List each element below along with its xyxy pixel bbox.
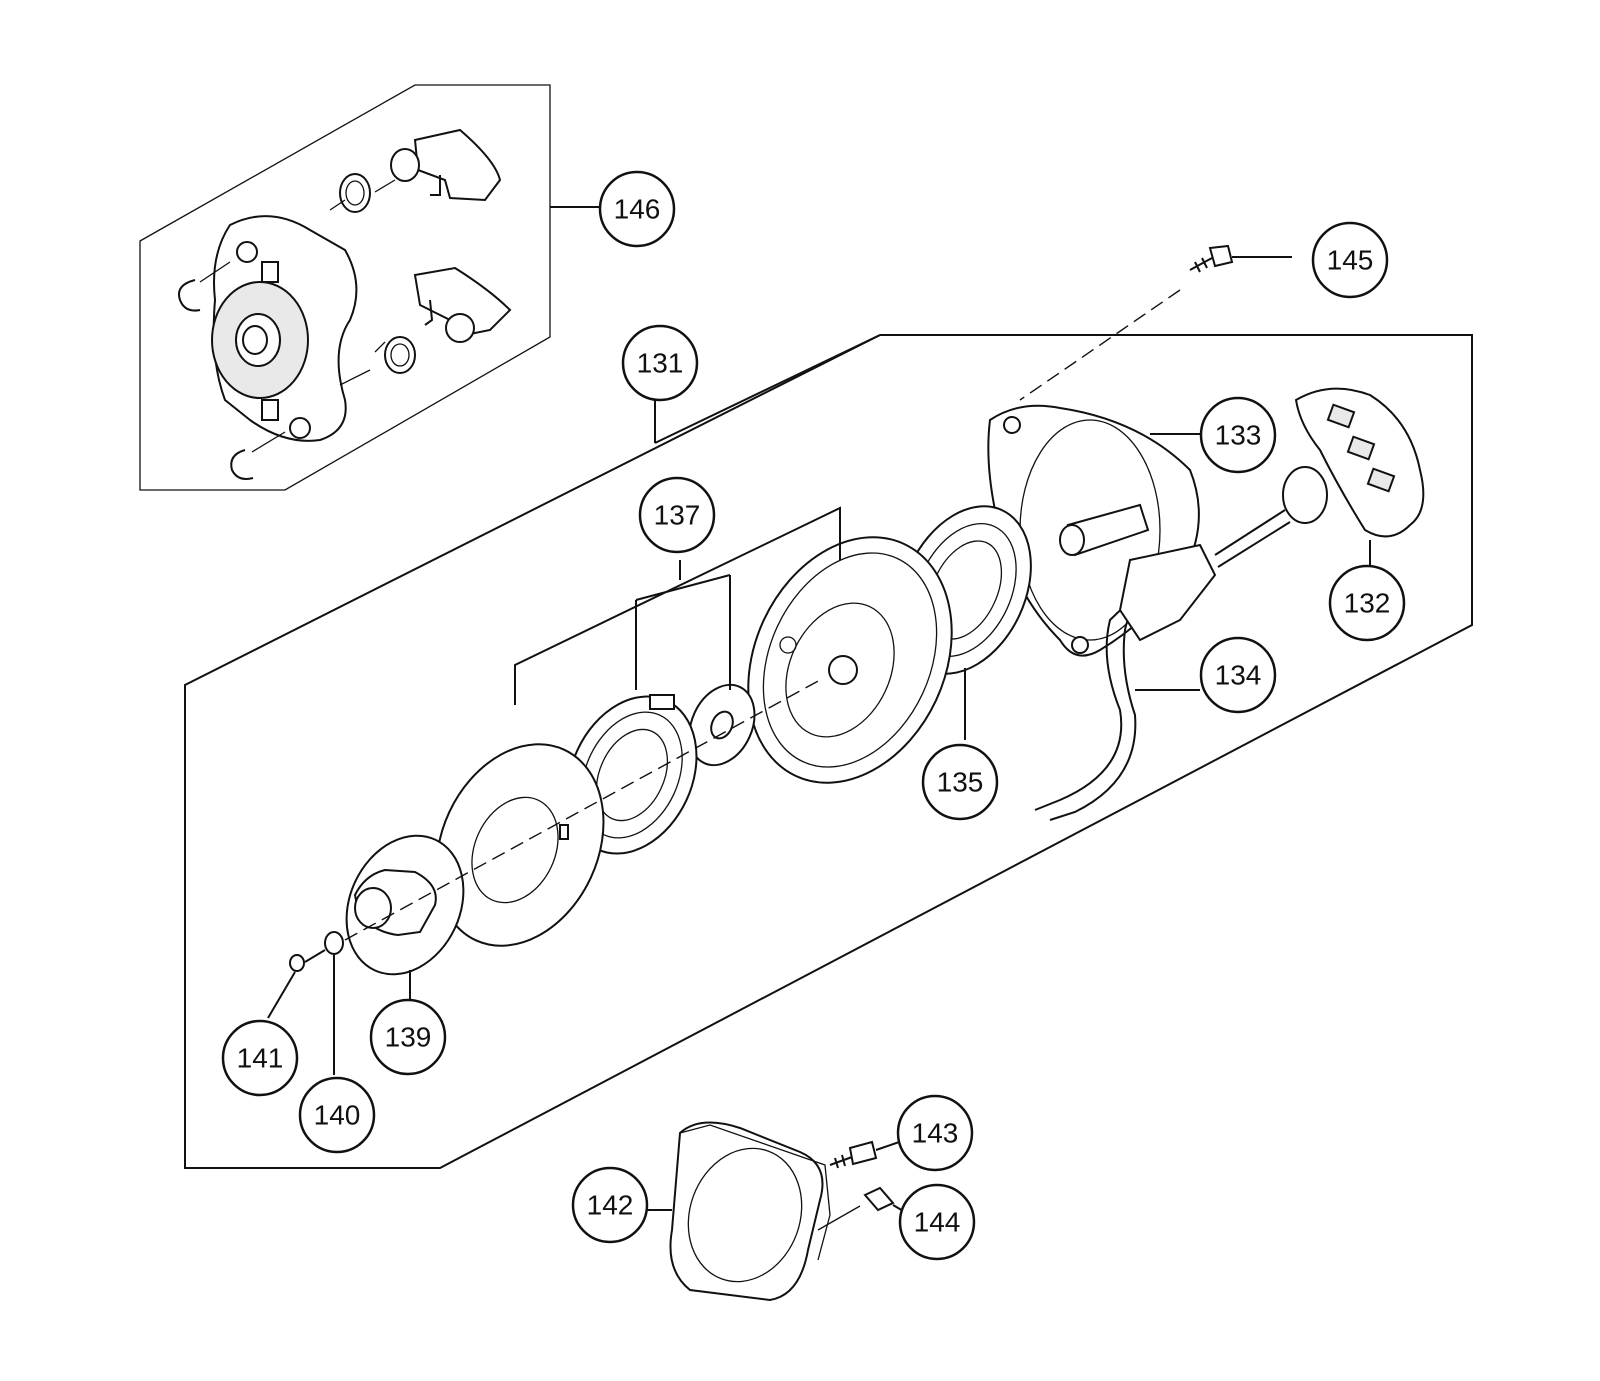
callout-142: 142 [571,1166,649,1244]
callout-145: 145 [1311,221,1389,299]
callout-label: 145 [1327,245,1374,276]
callout-141: 141 [221,1019,299,1097]
callout-137: 137 [638,476,716,554]
callout-134: 134 [1199,636,1277,714]
handle-part [1214,387,1425,576]
callout-146: 146 [598,170,676,248]
callout-label: 144 [914,1207,961,1238]
callout-label: 146 [614,194,661,225]
callout-label: 135 [937,767,984,798]
callout-135: 135 [921,743,999,821]
callout-132: 132 [1328,564,1406,642]
recoil-starter-group [184,334,1473,1169]
callout-label: 141 [237,1043,284,1074]
callout-label: 137 [654,500,701,531]
pawl-assembly-group [139,84,600,491]
callout-144: 144 [898,1183,976,1261]
callout-131: 131 [621,324,699,402]
callout-139: 139 [369,998,447,1076]
callout-133: 133 [1199,396,1277,474]
mounting-flange-part [630,1121,911,1302]
screw-145-part [1019,244,1292,401]
washer-screw-parts [267,679,821,1075]
callout-label: 132 [1344,588,1391,619]
callout-label: 131 [637,348,684,379]
starter-rope-part [1034,543,1217,821]
callout-label: 140 [314,1100,361,1131]
callout-label: 143 [912,1118,959,1149]
pulley-part [345,743,605,1000]
callout-label: 139 [385,1022,432,1053]
callout-140: 140 [298,1076,376,1154]
callout-label: 133 [1215,420,1262,451]
callout-label: 142 [587,1190,634,1221]
callout-143: 143 [896,1094,974,1172]
callout-label: 134 [1215,660,1262,691]
